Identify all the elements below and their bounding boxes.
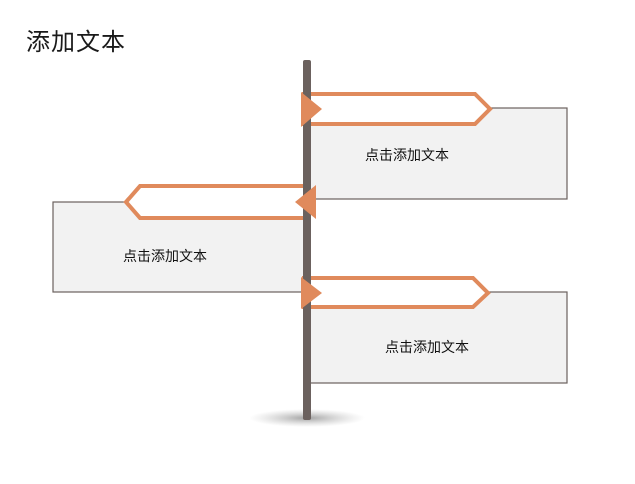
signpost-pole [303, 60, 311, 420]
sign-arrow-right-1 [302, 92, 493, 126]
sign-arrow-right-3 [302, 276, 491, 309]
sign-arrow-left-2 [123, 184, 308, 220]
info-box-1-text[interactable]: 点击添加文本 [365, 148, 449, 164]
pole-tab-right-1 [301, 92, 322, 127]
pole-tab-left-2 [295, 185, 316, 219]
info-box-2-text[interactable]: 点击添加文本 [123, 249, 207, 265]
pole-tab-right-3 [301, 277, 322, 309]
info-box-3-text[interactable]: 点击添加文本 [385, 340, 469, 356]
slide-title: 添加文本 [26, 28, 126, 56]
